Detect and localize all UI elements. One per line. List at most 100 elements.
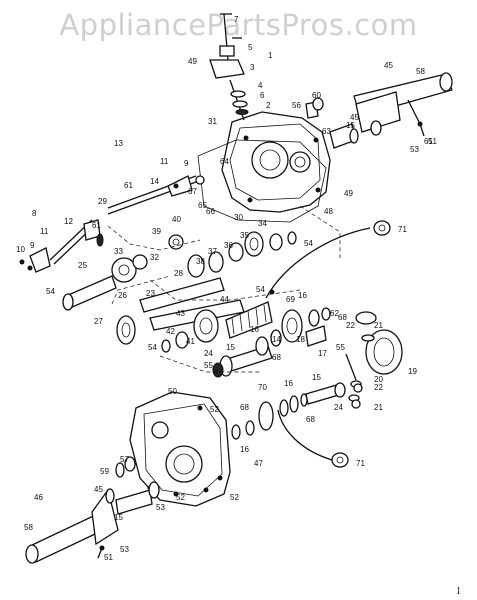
callout-59: 59 [100,467,109,476]
callout-26: 26 [118,291,127,300]
callout-6: 6 [260,91,265,100]
callout-52b: 52 [176,493,185,502]
callout-41: 41 [186,337,195,346]
callout-45c: 45 [94,485,103,494]
callout-2: 2 [266,101,271,110]
callout-45a: 45 [384,61,393,70]
callout-52a: 52 [210,405,219,414]
callout-16: 16 [298,291,307,300]
gear-cluster-upper [62,231,297,311]
callout-54c: 54 [256,285,265,294]
callout-21b: 21 [374,403,383,412]
callout-54a: 54 [46,287,55,296]
callout-52c: 52 [230,493,239,502]
leader-lines [107,205,341,373]
callout-51b: 51 [104,553,113,562]
lower-axle-assembly [25,456,209,564]
callout-61c: 61 [424,137,433,146]
gasket [197,139,327,223]
callout-71b: 71 [356,459,365,468]
callout-3: 3 [250,63,255,72]
callout-14: 14 [150,177,159,186]
callout-61a: 61 [124,181,133,190]
callout-67: 67 [188,187,197,196]
callout-68d: 68 [306,415,315,424]
callout-24: 24 [204,349,213,358]
callout-66: 66 [206,207,215,216]
callout-62: 62 [330,309,339,318]
callout-68c: 68 [240,403,249,412]
callout-46: 46 [34,493,43,502]
callout-49a: 49 [188,57,197,66]
part-71-lower [331,452,349,468]
callout-65: 65 [198,201,207,210]
callout-11b: 11 [40,227,49,236]
callout-39: 39 [152,227,161,236]
callout-16b: 16 [250,325,259,334]
callout-25: 25 [78,261,87,270]
callout-20: 20 [374,375,383,384]
callout-51a: 51 [428,137,437,146]
part-71-upper [373,220,391,236]
callout-15d: 15 [114,513,123,522]
callout-19: 19 [408,367,417,376]
callout-33: 33 [114,247,123,256]
callout-15c: 15 [312,373,321,382]
callout-61b: 61 [92,221,101,230]
upper-axle-assembly [305,72,453,149]
callout-28: 28 [174,269,183,278]
callout-48: 48 [324,207,333,216]
page-number: 1 [456,586,461,597]
callout-53a: 53 [410,145,419,154]
callout-17: 17 [318,349,327,358]
callout-16c: 16 [284,379,293,388]
main-gear-shafts [116,277,275,353]
callout-8: 8 [32,209,37,218]
lower-shaft-assembly [258,382,363,431]
callout-55a: 55 [336,343,345,352]
callout-11: 11 [160,157,169,166]
callout-43: 43 [176,309,185,318]
callout-55b: 55 [204,361,213,370]
callout-15b: 15 [226,343,235,352]
callout-14b: 14 [272,335,281,344]
watermark: AppliancePartsPros.com [59,8,418,42]
callout-32: 32 [150,253,159,262]
callout-29: 29 [98,197,107,206]
callout-5: 5 [248,43,253,52]
callout-35: 35 [240,231,249,240]
callout-50: 50 [168,387,177,396]
callout-36: 36 [224,241,233,250]
callout-58b: 58 [24,523,33,532]
shift-lever-assembly [209,13,249,121]
callout-23: 23 [146,289,155,298]
callout-68b: 68 [272,353,281,362]
callout-56: 56 [292,101,301,110]
callout-54b: 54 [304,239,313,248]
callout-16d: 16 [240,445,249,454]
callout-4: 4 [258,81,263,90]
callout-71a: 71 [398,225,407,234]
callout-1: 1 [268,51,273,60]
callout-63: 63 [322,127,331,136]
callout-53b: 53 [120,545,129,554]
callout-21: 21 [374,321,383,330]
callout-37: 37 [208,247,217,256]
callout-47: 47 [254,459,263,468]
connecting-curve-upper [265,227,371,299]
callout-42: 42 [166,327,175,336]
callout-22b: 22 [374,383,383,392]
callout-27: 27 [94,317,103,326]
callout-38: 38 [196,257,205,266]
callout-34: 34 [258,219,267,228]
callout-30: 30 [234,213,243,222]
callout-57: 57 [120,455,129,464]
upper-housing-half [221,111,331,213]
callout-54d: 54 [148,343,157,352]
callout-10: 10 [16,245,25,254]
callout-24b: 24 [334,403,343,412]
callout-44: 44 [220,295,229,304]
callout-12: 12 [64,217,73,226]
callout-40: 40 [172,215,181,224]
callout-45b: 45 [350,113,359,122]
